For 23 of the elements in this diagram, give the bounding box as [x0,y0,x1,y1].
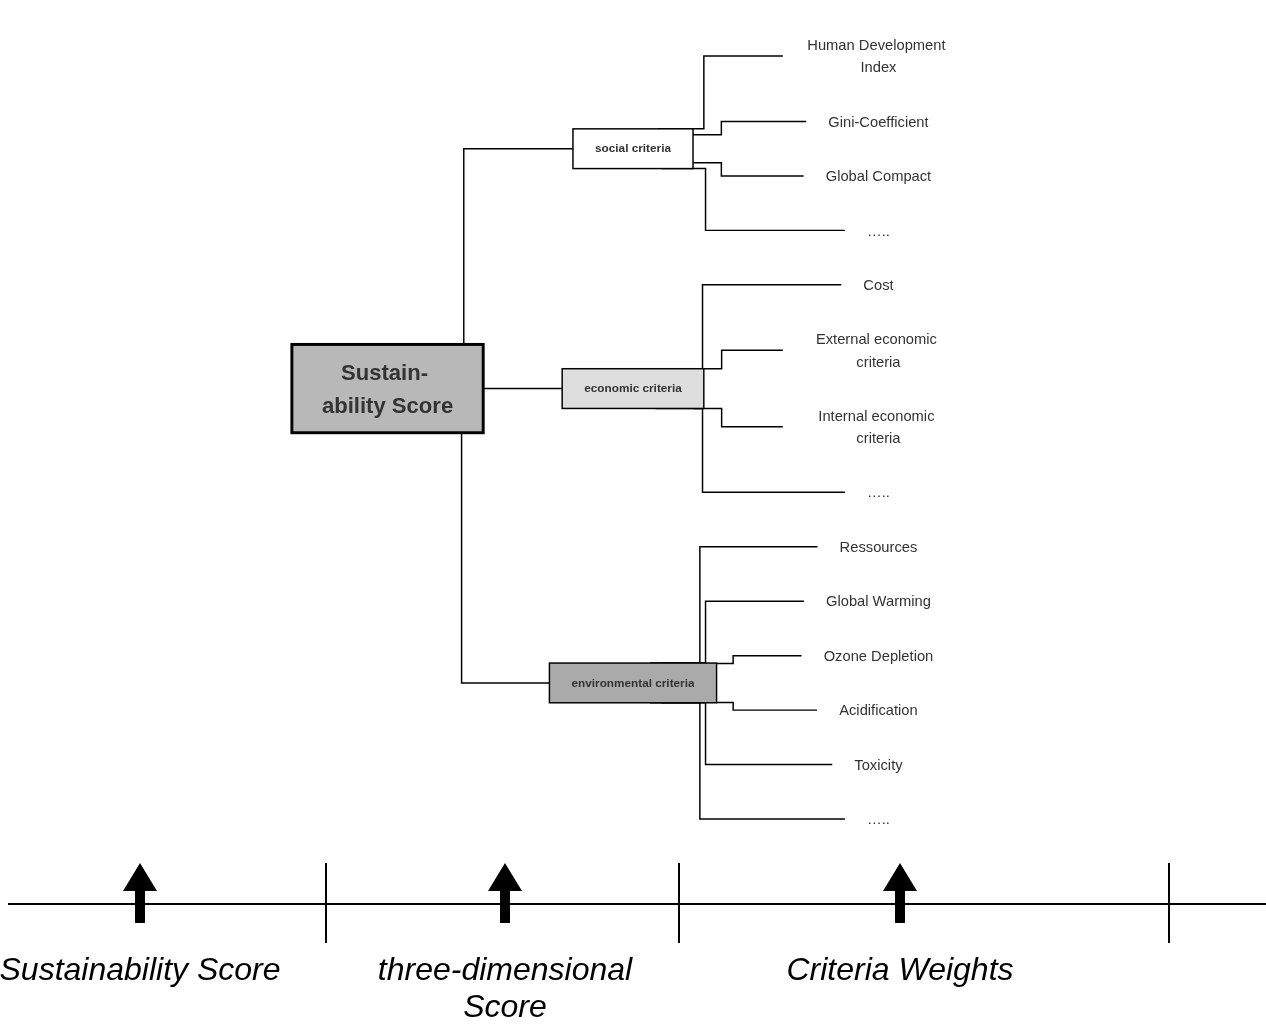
node-text: ….. [867,221,890,238]
node-text: Internal economic criteria [818,407,935,446]
connector [715,701,818,711]
node-text: Cost [863,276,894,293]
connector [715,654,803,664]
node-box: social criteria [572,127,694,169]
node-text: ….. [867,483,890,500]
node-box: environmental criteria [548,661,718,703]
node-text: ….. [867,810,890,827]
node-text: Ressources [839,538,918,555]
node-text: Human Development Index [807,36,946,75]
node-text: Global Warming [825,592,931,609]
node-text: Gini-Coefficient [828,112,929,130]
node-box: Sustain- ability Score [290,342,485,434]
node-text: Global Compact [825,167,932,184]
axis-label: Criteria Weights [786,951,1014,988]
axis-label: Sustainability Score [0,951,281,988]
node-text: Ozone Depletion [823,647,934,664]
node-text: Acidification [839,701,918,718]
node-text: External economic criteria [815,330,937,369]
node-text: Toxicity [854,755,903,773]
axis-label: three-dimensional Score [376,951,634,1025]
node-box: economic criteria [561,367,705,409]
